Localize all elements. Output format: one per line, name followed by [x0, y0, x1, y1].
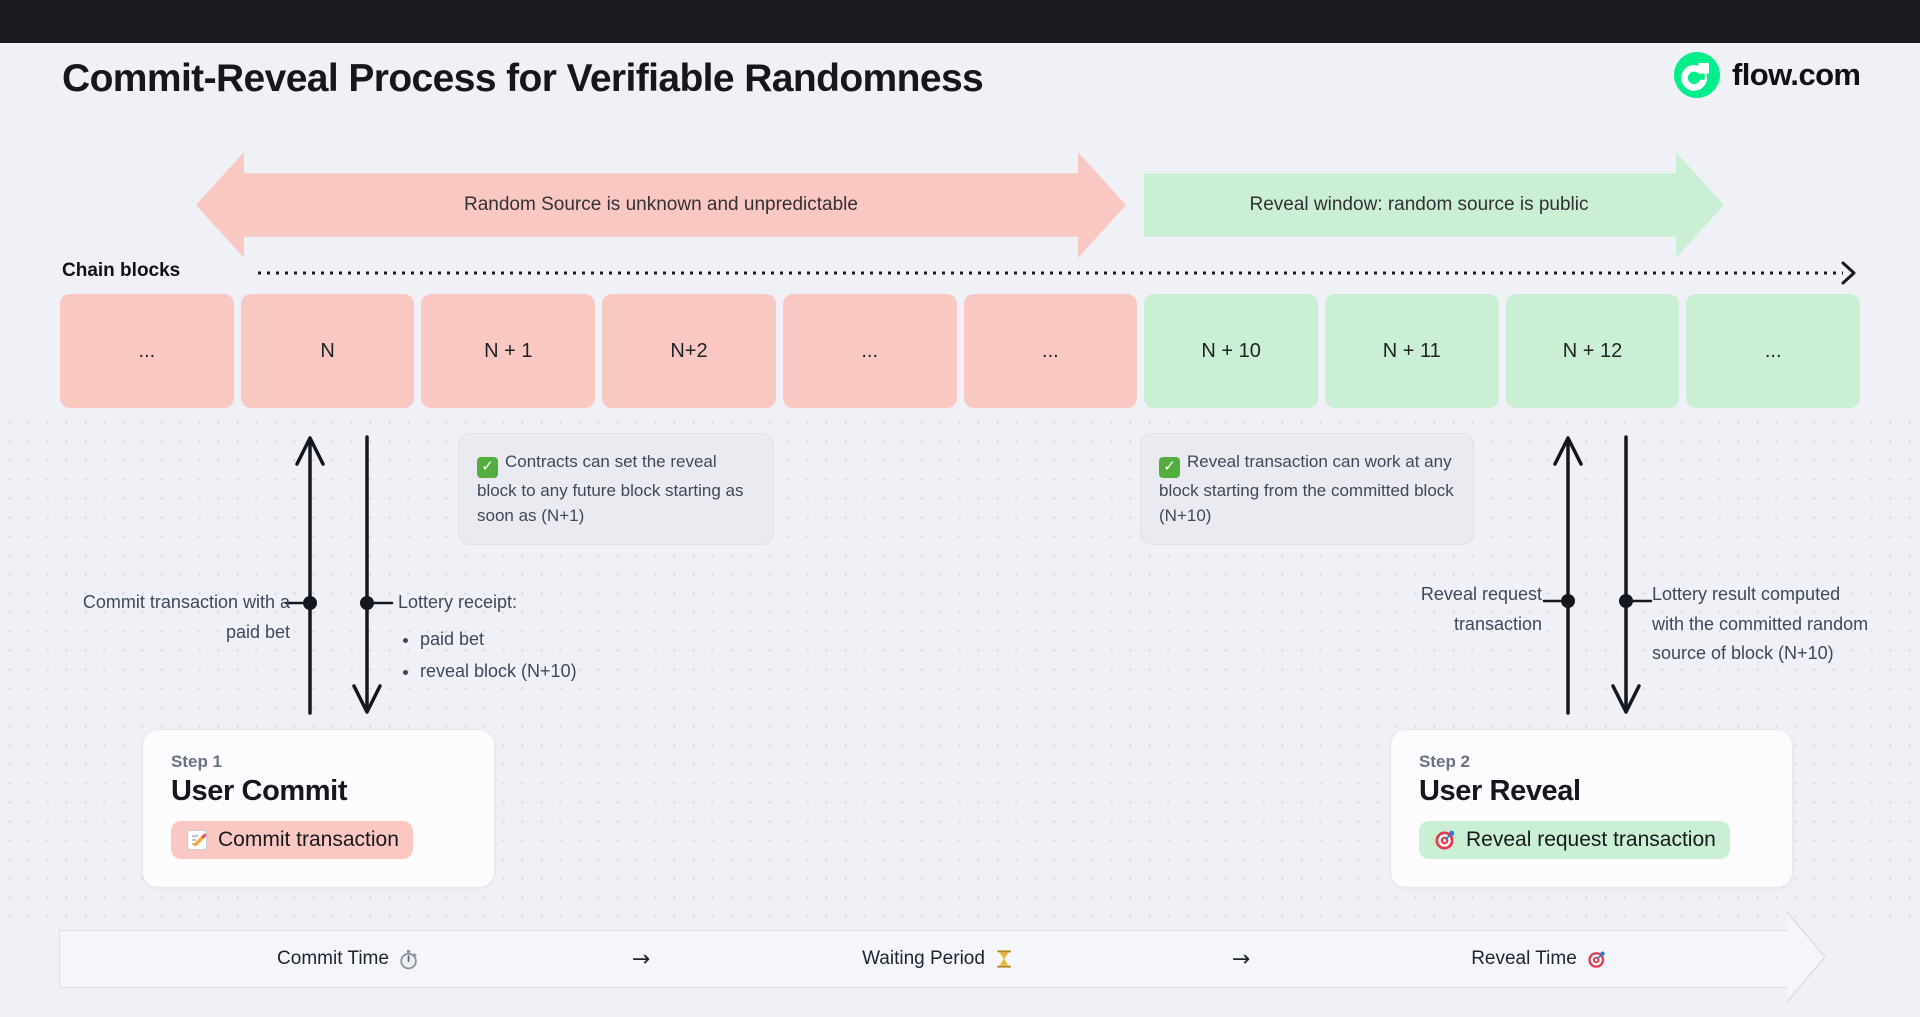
target-icon — [1433, 828, 1457, 852]
lottery-result-label: Lottery result computed with the committ… — [1652, 584, 1869, 664]
commit-transaction-label: Commit transaction with a paid bet — [82, 592, 290, 642]
chain-block: N + 11 — [1324, 294, 1499, 408]
chain-blocks-row: ... N N + 1 N+2...... N + 10 N + 11 N + 12... — [60, 294, 1861, 408]
chain-block: ... — [60, 294, 234, 408]
chain-block-label: N + 11 — [1382, 339, 1441, 362]
check-icon: ✓ — [477, 456, 498, 478]
memo-icon — [185, 828, 209, 852]
reveal-request-label: Reveal request transaction — [1420, 584, 1542, 634]
step2-title: User Reveal — [1419, 775, 1581, 807]
reveal-note: ✓Reveal transaction can work at any bloc… — [1140, 433, 1474, 545]
timeline-waiting-period: Waiting Period — [862, 931, 1014, 987]
lottery-receipt-list: paid bet reveal block (N+10) — [398, 625, 658, 687]
commit-note: ✓Contracts can set the reveal block to a… — [458, 433, 774, 545]
target-icon — [1586, 949, 1607, 970]
flow-brand-link[interactable]: flow.com — [1674, 52, 1861, 98]
check-icon: ✓ — [1159, 456, 1180, 478]
step1-card: Step 1 User Commit Commit transaction — [142, 729, 495, 888]
commit-phase-arrow: Random Source is unknown and unpredictab… — [196, 152, 1126, 258]
chain-block-label: N + 10 — [1201, 339, 1261, 362]
step2-card: Step 2 User Reveal Reveal request transa… — [1390, 729, 1793, 888]
reveal-request-badge: Reveal request transaction — [1419, 821, 1730, 859]
step2-kicker: Step 2 — [1419, 752, 1471, 771]
chain-block: N + 10 — [1144, 294, 1318, 408]
flow-logo-icon — [1674, 52, 1720, 98]
list-item: reveal block (N+10) — [420, 657, 658, 687]
chain-block: ... — [963, 294, 1138, 408]
reveal-note-text: Reveal transaction can work at any block… — [1159, 452, 1454, 526]
timeline-arrow: → — [631, 946, 651, 972]
commit-time-label: Commit Time — [277, 948, 389, 969]
top-edge-band — [0, 0, 1920, 43]
timeline-bar: Commit Time → Waiting Period → Reveal Ti… — [59, 930, 1787, 988]
step1-kicker: Step 1 — [171, 752, 223, 771]
brand-wordmark: flow.com — [1732, 57, 1861, 92]
timeline-arrow: → — [1231, 946, 1251, 972]
chain-block: N — [240, 294, 415, 408]
chain-block-label: ... — [138, 339, 156, 362]
chain-block-label: ... — [1042, 339, 1059, 362]
chain-block-label: ... — [861, 339, 878, 362]
hourglass-icon — [994, 949, 1014, 969]
commit-phase-label: Random Source is unknown and unpredictab… — [464, 194, 858, 215]
lottery-receipt-title: Lottery receipt: — [398, 592, 518, 612]
reveal-time-label: Reveal Time — [1471, 948, 1577, 969]
list-item: paid bet — [420, 625, 658, 655]
commit-note-text: Contracts can set the reveal block to an… — [477, 452, 744, 526]
timeline-reveal-time: Reveal Time — [1471, 931, 1607, 987]
timeline-commit-time: Commit Time — [277, 931, 419, 987]
chain-block-label: ... — [1764, 339, 1782, 362]
chain-block: N+2 — [602, 294, 776, 408]
step2-badge-label: Reveal request transaction — [1466, 828, 1716, 851]
step1-badge-label: Commit transaction — [218, 828, 399, 851]
chain-dotted-line — [258, 261, 1856, 285]
chain-block-label: N + 1 — [484, 339, 533, 362]
chain-block-label: N + 12 — [1562, 339, 1623, 362]
reveal-phase-arrow: Reveal window: random source is public — [1144, 152, 1724, 258]
commit-transaction-badge: Commit transaction — [171, 821, 413, 859]
timeline-arrowhead-outline — [1786, 911, 1826, 1003]
page-title: Commit-Reveal Process for Verifiable Ran… — [62, 57, 984, 100]
step1-title: User Commit — [171, 775, 348, 807]
chain-block-label: N — [320, 339, 335, 362]
chain-block: ... — [1686, 294, 1861, 408]
chain-block: N + 12 — [1505, 294, 1680, 408]
reveal-phase-label: Reveal window: random source is public — [1249, 194, 1589, 215]
chain-block: N + 1 — [421, 294, 596, 408]
stopwatch-icon — [398, 949, 419, 970]
chain-block-label: N+2 — [670, 339, 708, 362]
waiting-period-label: Waiting Period — [862, 948, 985, 969]
chain-block: ... — [782, 294, 957, 408]
lottery-receipt-label: Lottery receipt: paid bet reveal block (… — [398, 588, 658, 687]
chain-blocks-label: Chain blocks — [62, 260, 181, 281]
